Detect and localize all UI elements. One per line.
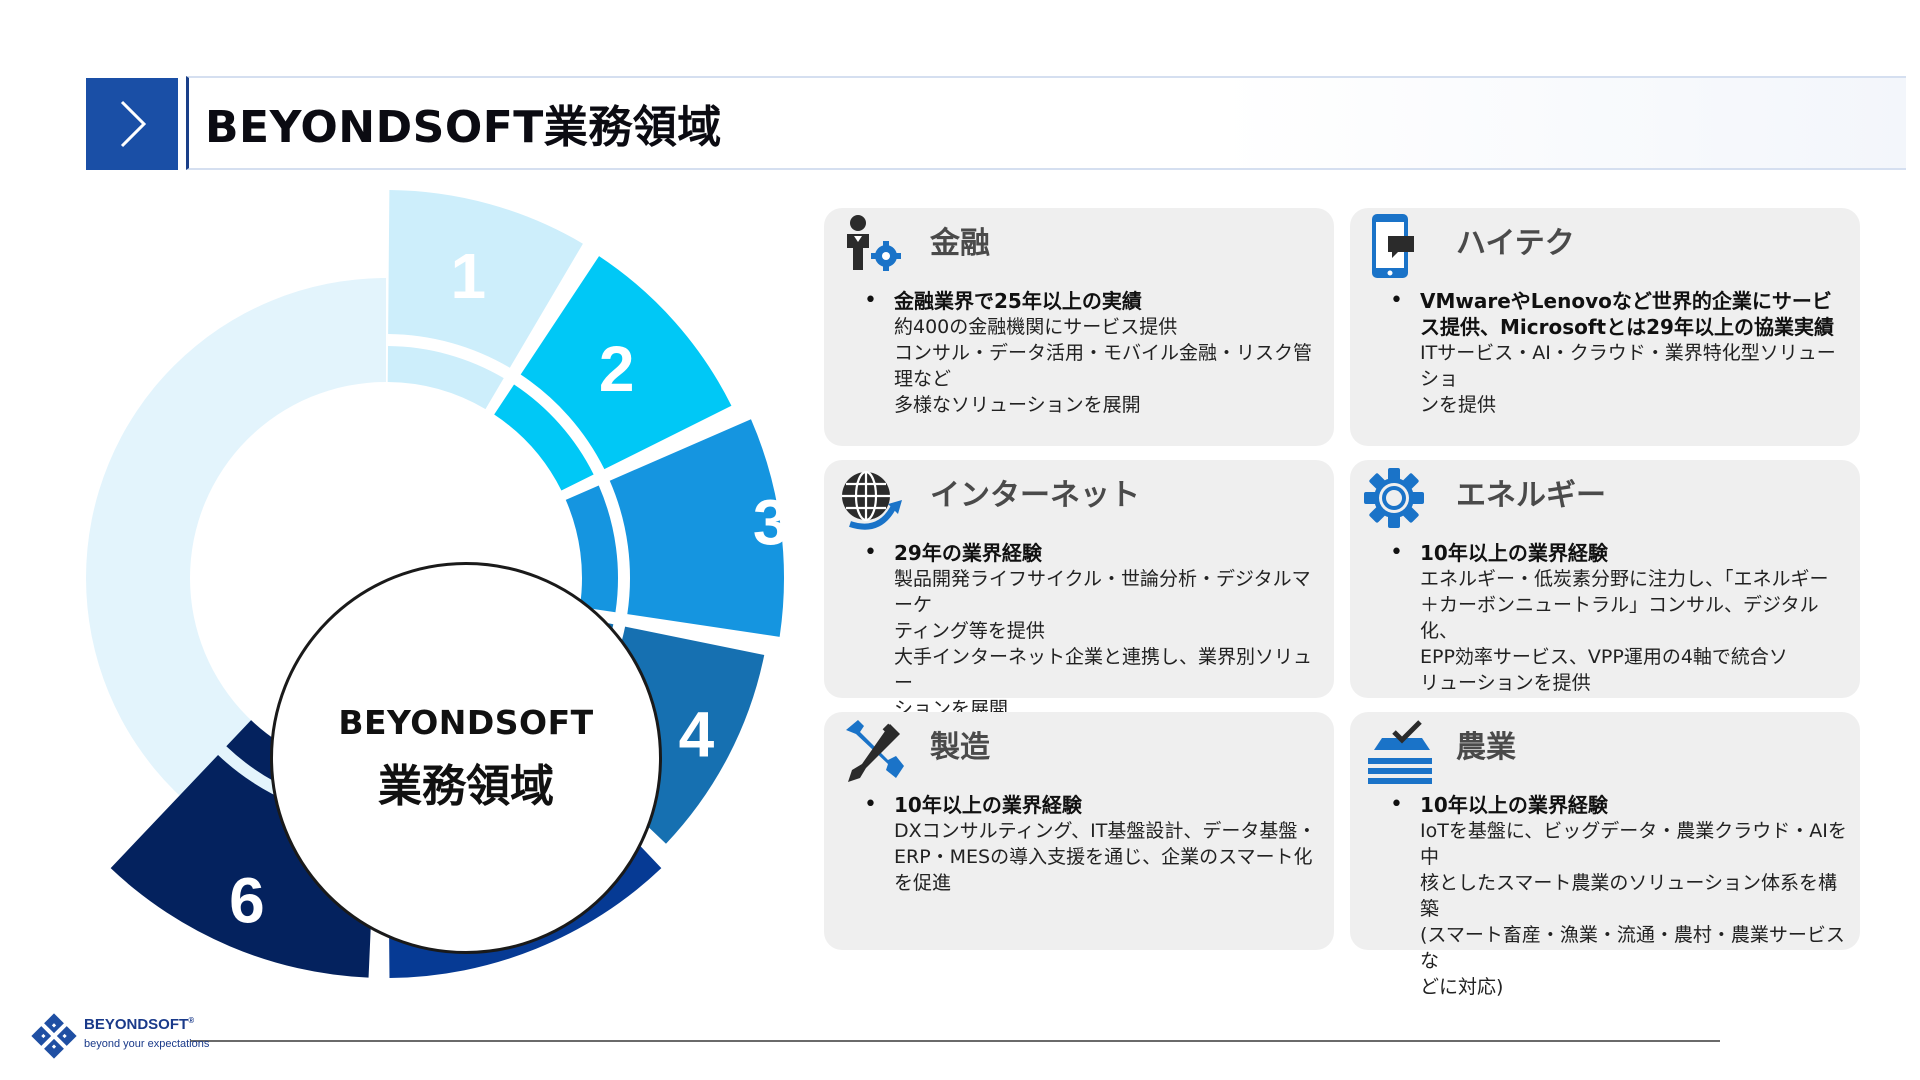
wheel-segment xyxy=(520,256,732,470)
card-line: (スマート畜産・漁業・流通・農村・農業サービスな xyxy=(1420,924,1845,972)
card-body-internet: • 29年の業界経験 製品開発ライフサイクル・世論分析・デジタルマーケ ティング… xyxy=(864,540,1324,722)
logo-name: BEYONDSOFT® xyxy=(84,1016,194,1033)
card-head: 金融業界で25年以上の実績 xyxy=(894,289,1142,313)
card-body-agriculture: • 10年以上の業界経験 IoTを基盤に、ビッグデータ・農業クラウド・AIを中 … xyxy=(1390,792,1850,1000)
wheel-segment-number: 6 xyxy=(229,865,265,937)
chevron-right-icon xyxy=(120,100,147,148)
bullet-dot: • xyxy=(1390,288,1403,313)
card-internet: インターネット • 29年の業界経験 製品開発ライフサイクル・世論分析・デジタル… xyxy=(824,460,1334,720)
title-chevron-block xyxy=(86,78,178,170)
card-title-internet: インターネット xyxy=(930,478,1140,513)
wrench-screwdriver-icon xyxy=(846,720,904,782)
diamond-logo-icon xyxy=(31,1013,77,1059)
logo-tagline: beyond your expectations xyxy=(84,1038,210,1050)
card-line: リューションを提供 xyxy=(1420,672,1591,694)
card-line: 大手インターネット企業と連携し、業界別ソリュー xyxy=(894,646,1313,694)
wheel-segment xyxy=(609,419,785,637)
bullet-dot: • xyxy=(864,540,877,565)
page-title: BEYONDSOFT業務領域 xyxy=(205,102,722,153)
bullet-dot: • xyxy=(864,792,877,817)
globe-icon xyxy=(842,470,902,530)
wheel-segment-inner-band xyxy=(494,384,594,491)
finance-person-gear-icon xyxy=(847,215,901,271)
card-head: 29年の業界経験 xyxy=(894,541,1042,565)
field-check-icon xyxy=(1368,720,1432,784)
wheel-segment-number: 4 xyxy=(679,699,715,771)
company-logo: BEYONDSOFT® beyond your expectations xyxy=(30,1010,220,1062)
card-line: 多様なソリューションを展開 xyxy=(894,394,1141,416)
card-line: ERP・MESの導入支援を通じ、企業のスマート化 xyxy=(894,846,1313,868)
card-title-energy: エネルギー xyxy=(1456,478,1606,513)
card-title-manufacturing: 製造 xyxy=(930,730,990,765)
card-line: EPP効率サービス、VPP運用の4軸で統合ソ xyxy=(1420,646,1788,668)
card-body-energy: • 10年以上の業界経験 エネルギー・低炭素分野に注力し、「エネルギー ＋カーボ… xyxy=(1390,540,1850,696)
card-line: ITサービス・AI・クラウド・業界特化型ソリューショ xyxy=(1420,342,1836,390)
card-head: 10年以上の業界経験 xyxy=(1420,793,1608,817)
wheel-segment-number: 2 xyxy=(599,333,635,405)
card-title-agriculture: 農業 xyxy=(1456,730,1516,765)
logo-name-text: BEYONDSOFT xyxy=(84,1016,189,1033)
wheel-center-company: BEYONDSOFT xyxy=(338,702,594,742)
card-energy: エネルギー • 10年以上の業界経験 エネルギー・低炭素分野に注力し、「エネルギ… xyxy=(1350,460,1860,698)
card-head: 10年以上の業界経験 xyxy=(894,793,1082,817)
bullet-dot: • xyxy=(864,288,877,313)
wheel-segment-inner-band xyxy=(565,485,618,613)
card-body-manufacturing: • 10年以上の業界経験 DXコンサルティング、IT基盤設計、データ基盤・ ER… xyxy=(864,792,1324,896)
wheel-background-ring xyxy=(86,278,386,878)
card-line: どに対応) xyxy=(1420,976,1504,998)
card-body-hightech: • VMwareやLenovoなど世界的企業にサービ ス提供、Microsoft… xyxy=(1390,288,1850,418)
card-title-hightech: ハイテク xyxy=(1456,226,1575,261)
wheel-segment-inner-band xyxy=(387,346,504,410)
card-manufacturing: 製造 • 10年以上の業界経験 DXコンサルティング、IT基盤設計、データ基盤・… xyxy=(824,712,1334,950)
card-head: ス提供、Microsoftとは29年以上の協業実績 xyxy=(1420,315,1834,339)
mobile-phone-icon xyxy=(1372,214,1414,278)
card-line: DXコンサルティング、IT基盤設計、データ基盤・ xyxy=(894,820,1317,842)
card-finance: 金融 • 金融業界で25年以上の実績 約400の金融機関にサービス提供 コンサル… xyxy=(824,208,1334,446)
card-line: ンを提供 xyxy=(1420,394,1497,416)
logo-registered-mark: ® xyxy=(188,1016,195,1025)
wheel-center-label: 業務領域 xyxy=(378,760,554,812)
wheel-center-circle: BEYONDSOFT 業務領域 xyxy=(270,562,662,954)
card-agriculture: 農業 • 10年以上の業界経験 IoTを基盤に、ビッグデータ・農業クラウド・AI… xyxy=(1350,712,1860,998)
card-line: コンサル・データ活用・モバイル金融・リスク管理など xyxy=(894,342,1313,390)
title-bar: BEYONDSOFT業務領域 xyxy=(186,76,1906,170)
card-head: 10年以上の業界経験 xyxy=(1420,541,1608,565)
footer-divider xyxy=(190,1040,1720,1042)
gear-icon xyxy=(1364,468,1424,528)
card-line: ティング等を提供 xyxy=(894,620,1045,642)
card-head: VMwareやLenovoなど世界的企業にサービ xyxy=(1420,289,1832,313)
card-line: IoTを基盤に、ビッグデータ・農業クラウド・AIを中 xyxy=(1420,820,1847,868)
card-body-finance: • 金融業界で25年以上の実績 約400の金融機関にサービス提供 コンサル・デー… xyxy=(864,288,1324,418)
card-line: エネルギー・低炭素分野に注力し、「エネルギー xyxy=(1420,568,1829,590)
card-line: 約400の金融機関にサービス提供 xyxy=(894,316,1178,338)
card-line: ＋カーボンニュートラル」コンサル、デジタル化、 xyxy=(1420,594,1819,642)
card-line: 製品開発ライフサイクル・世論分析・デジタルマーケ xyxy=(894,568,1311,616)
card-line: 核としたスマート農業のソリューション体系を構築 xyxy=(1420,872,1838,920)
card-hightech: ハイテク • VMwareやLenovoなど世界的企業にサービ ス提供、Micr… xyxy=(1350,208,1860,446)
card-title-finance: 金融 xyxy=(930,226,990,261)
wheel-segment-number: 1 xyxy=(451,240,487,312)
card-line: を促進 xyxy=(894,872,952,894)
bullet-dot: • xyxy=(1390,540,1403,565)
wheel-segment-number: 3 xyxy=(753,486,789,558)
business-wheel: 123456 BEYONDSOFT 業務領域 xyxy=(80,180,840,1000)
bullet-dot: • xyxy=(1390,792,1403,817)
wheel-segment xyxy=(388,190,583,368)
